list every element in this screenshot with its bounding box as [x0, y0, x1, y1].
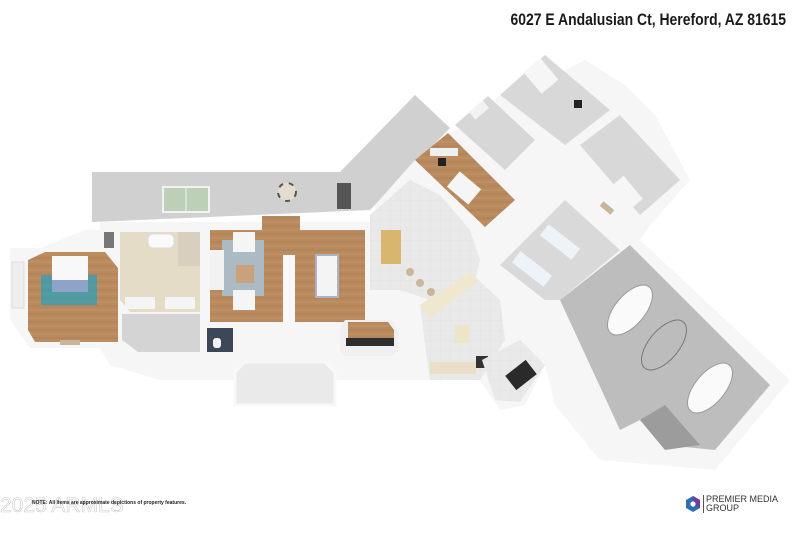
breakfast-table [381, 230, 401, 264]
laundry [482, 340, 545, 402]
kitchen [420, 272, 505, 380]
brand-line-1: Premier Media [706, 494, 779, 504]
patio-table [277, 182, 297, 202]
car [607, 284, 653, 336]
bed [446, 171, 482, 205]
sofa [539, 224, 581, 260]
sofa [210, 250, 224, 290]
disclaimer-note: NOTE: All items are approximate depictio… [32, 500, 187, 506]
bathtub [147, 233, 175, 249]
bed [605, 175, 643, 215]
washer-dryer [505, 359, 537, 391]
front-porch [233, 360, 337, 407]
bedroom-3 [500, 55, 610, 145]
car [641, 319, 687, 371]
covered-patio [92, 95, 450, 222]
storage-room [640, 405, 700, 450]
bedroom-2 [415, 133, 515, 227]
brand-logo: Premier Media Group [686, 495, 778, 513]
bedroom-4 [580, 115, 680, 215]
brand-line-2: Group [706, 503, 740, 513]
armchair [233, 290, 255, 310]
sofa [511, 251, 553, 287]
hall-bathroom [455, 96, 535, 170]
coffee-table [236, 265, 254, 283]
desk [430, 148, 458, 156]
walk-in-closet [122, 314, 200, 352]
bed [523, 58, 559, 94]
armchair [233, 232, 255, 252]
primary-bedroom [11, 252, 118, 345]
partition-wall [283, 255, 295, 325]
copyright-watermark: 2025 ARMLS [0, 494, 124, 517]
powder-room [207, 328, 233, 352]
foosball-table [337, 183, 351, 209]
wine-alcove [340, 320, 398, 356]
kitchen-island [455, 325, 469, 343]
three-car-garage [560, 245, 770, 450]
dining-table [315, 254, 339, 298]
living-dining [210, 216, 365, 325]
property-address: 6027 E Andalusian Ct, Hereford, AZ 81615 [510, 10, 786, 29]
brand-name: Premier Media Group [703, 495, 778, 513]
family-room [500, 200, 620, 300]
primary-bathroom [104, 232, 200, 312]
car [687, 362, 733, 414]
hexagon-logo-icon [686, 496, 700, 512]
